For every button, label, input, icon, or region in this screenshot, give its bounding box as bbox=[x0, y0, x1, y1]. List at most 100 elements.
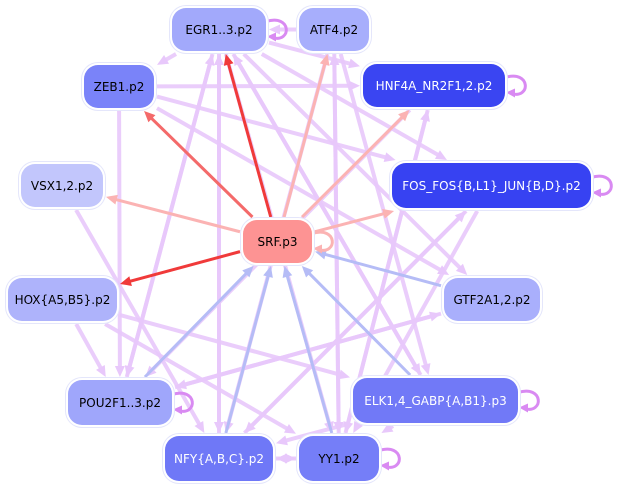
arrowhead-nfy-to-egr bbox=[214, 54, 224, 65]
self-loop-elk bbox=[517, 389, 540, 411]
node-label: VSX1,2.p2 bbox=[30, 178, 94, 193]
node-label: SRF.p3 bbox=[257, 234, 298, 249]
node-label: HOX{A5,B5}.p2 bbox=[14, 292, 111, 307]
arrowhead-elk-to-yy1 bbox=[381, 423, 394, 433]
node-pou2f1-3[interactable]: POU2F1..3.p2 bbox=[68, 380, 172, 425]
edge-pou2f-to-egr bbox=[124, 61, 213, 378]
arrowhead-egr-to-fos bbox=[434, 150, 447, 160]
self-loop-arrowhead-srf bbox=[313, 244, 322, 254]
edge-elk-to-srf bbox=[306, 271, 412, 377]
self-loop-pou2f bbox=[171, 391, 194, 413]
node-label: GTF2A1,2.p2 bbox=[453, 292, 531, 307]
self-loop-arrowhead-egr bbox=[267, 32, 276, 42]
node-label: POU2F1..3.p2 bbox=[79, 395, 161, 410]
self-loop-srf bbox=[311, 230, 334, 252]
arrowhead-srf-to-fos bbox=[382, 208, 395, 219]
self-loop-egr bbox=[265, 18, 288, 40]
arrowhead-nfy-to-fos bbox=[454, 211, 467, 223]
self-loop-arrowhead-hnf4a bbox=[506, 88, 515, 98]
node-hox-a5-b5[interactable]: HOX{A5,B5}.p2 bbox=[8, 278, 117, 321]
edge-zeb1-to-fos bbox=[156, 94, 388, 160]
arrowhead-srf-to-egr bbox=[223, 54, 234, 66]
node-label: EGR1..3.p2 bbox=[185, 22, 253, 37]
edge-nfy-to-srf bbox=[224, 274, 271, 434]
node-label: ZEB1.p2 bbox=[93, 79, 145, 94]
arrowhead-atf4-to-egr bbox=[269, 24, 280, 35]
edge-gtf2a-to-srf bbox=[323, 252, 442, 288]
arrowhead-elk-to-srf bbox=[301, 266, 314, 278]
self-loop-hnf4a bbox=[504, 74, 527, 96]
node-vsx1-2[interactable]: VSX1,2.p2 bbox=[21, 164, 103, 207]
arrowhead-egr-to-hnf4a bbox=[348, 58, 360, 69]
arrowhead-pou2f-to-gtf2a bbox=[429, 311, 441, 322]
edge-egr-to-hnf4a bbox=[268, 40, 352, 66]
arrowhead-elk-to-egr bbox=[233, 54, 244, 67]
node-label: HNF4A_NR2F1,2.p2 bbox=[375, 78, 493, 93]
self-loop-arrowhead-fos bbox=[592, 188, 601, 198]
self-loop-fos bbox=[590, 174, 613, 196]
edge-vsx-to-nfy bbox=[74, 209, 202, 427]
edge-elk-to-egr bbox=[236, 60, 423, 377]
self-loop-yy1 bbox=[378, 447, 401, 469]
edge-yy1-to-atf4 bbox=[332, 62, 341, 434]
arrowhead-srf-to-zeb1 bbox=[144, 111, 156, 123]
arrowhead-egr-to-zeb1 bbox=[157, 55, 170, 65]
arrowhead-pou2f-to-srf bbox=[242, 266, 254, 278]
edge-srf-to-fos bbox=[314, 211, 386, 234]
edge-hox-to-pou2f bbox=[74, 323, 104, 371]
arrowhead-yy1-to-hnf4a bbox=[420, 110, 430, 122]
node-label: ATF4.p2 bbox=[309, 22, 359, 37]
node-yy1[interactable]: YY1.p2 bbox=[299, 436, 379, 481]
arrowhead-yy1-to-nfy bbox=[276, 453, 287, 464]
arrowhead-hox-to-elk bbox=[338, 369, 350, 380]
arrowhead-elk-to-nfy bbox=[276, 435, 288, 446]
edge-zeb1-to-pou2f bbox=[117, 110, 122, 369]
edge-yy1-to-srf bbox=[285, 274, 334, 434]
edge-hox-to-elk bbox=[119, 313, 343, 377]
arrowhead-fos-to-yy1 bbox=[353, 420, 363, 433]
edge-egr-to-fos bbox=[260, 52, 441, 158]
edge-srf-to-egr bbox=[226, 62, 273, 218]
node-label: FOS_FOS{B,L1}_JUN{B,D}.p2 bbox=[402, 178, 581, 193]
arrowhead-egr-to-gtf2a bbox=[455, 263, 468, 275]
node-label: YY1.p2 bbox=[318, 451, 360, 466]
edge-pou2f-to-srf bbox=[143, 271, 249, 379]
arrowhead-yy1-to-atf4 bbox=[329, 54, 340, 66]
edge-pou2f-to-gtf2a bbox=[174, 314, 434, 390]
node-fos-jun[interactable]: FOS_FOS{B,L1}_JUN{B,D}.p2 bbox=[392, 163, 591, 208]
edge-srf-to-atf4 bbox=[282, 62, 327, 218]
arrowhead-yy1-to-srf bbox=[282, 266, 293, 278]
self-loop-arrowhead-yy1 bbox=[380, 461, 389, 471]
node-label: ELK1,4_GABP{A,B1}.p3 bbox=[364, 393, 507, 408]
edge-srf-to-vsx bbox=[114, 197, 241, 234]
node-egr1-3[interactable]: EGR1..3.p2 bbox=[172, 8, 266, 51]
node-elk1-4-gabp[interactable]: ELK1,4_GABP{A,B1}.p3 bbox=[353, 378, 518, 423]
node-atf4[interactable]: ATF4.p2 bbox=[299, 8, 369, 51]
edge-nfy-to-fos bbox=[243, 215, 462, 435]
arrowhead-nfy-to-srf bbox=[263, 266, 273, 278]
node-zeb1[interactable]: ZEB1.p2 bbox=[84, 65, 154, 108]
node-hnf4a-nr2f1-2[interactable]: HNF4A_NR2F1,2.p2 bbox=[363, 64, 505, 107]
node-srf[interactable]: SRF.p3 bbox=[243, 220, 312, 263]
arrowhead-hox-to-yy1 bbox=[283, 423, 296, 434]
arrowhead-atf4-to-elk bbox=[420, 363, 431, 375]
arrowhead-hox-to-pou2f bbox=[96, 364, 106, 377]
edge-egr-to-gtf2a bbox=[242, 52, 463, 271]
edge-srf-to-hox bbox=[128, 250, 241, 284]
arrowhead-srf-to-vsx bbox=[106, 194, 118, 205]
self-loop-arrowhead-elk bbox=[519, 403, 528, 413]
arrowhead-srf-to-hox bbox=[120, 276, 132, 286]
arrowhead-srf-to-atf4 bbox=[319, 54, 330, 66]
self-loop-arrowhead-pou2f bbox=[173, 405, 182, 415]
node-gtf2a1-2[interactable]: GTF2A1,2.p2 bbox=[444, 278, 540, 321]
arrowhead-srf-to-hnf4a bbox=[398, 110, 410, 122]
edge-srf-to-hnf4a bbox=[301, 115, 405, 219]
arrowhead-zeb1-to-fos bbox=[383, 152, 396, 163]
arrowhead-zeb1-to-pou2f bbox=[114, 365, 125, 377]
node-nfy[interactable]: NFY{A,B,C}.p2 bbox=[165, 436, 273, 481]
node-label: NFY{A,B,C}.p2 bbox=[174, 451, 264, 466]
arrowhead-gtf2a-to-srf bbox=[315, 249, 327, 260]
arrowhead-vsx-to-nfy bbox=[194, 420, 205, 433]
